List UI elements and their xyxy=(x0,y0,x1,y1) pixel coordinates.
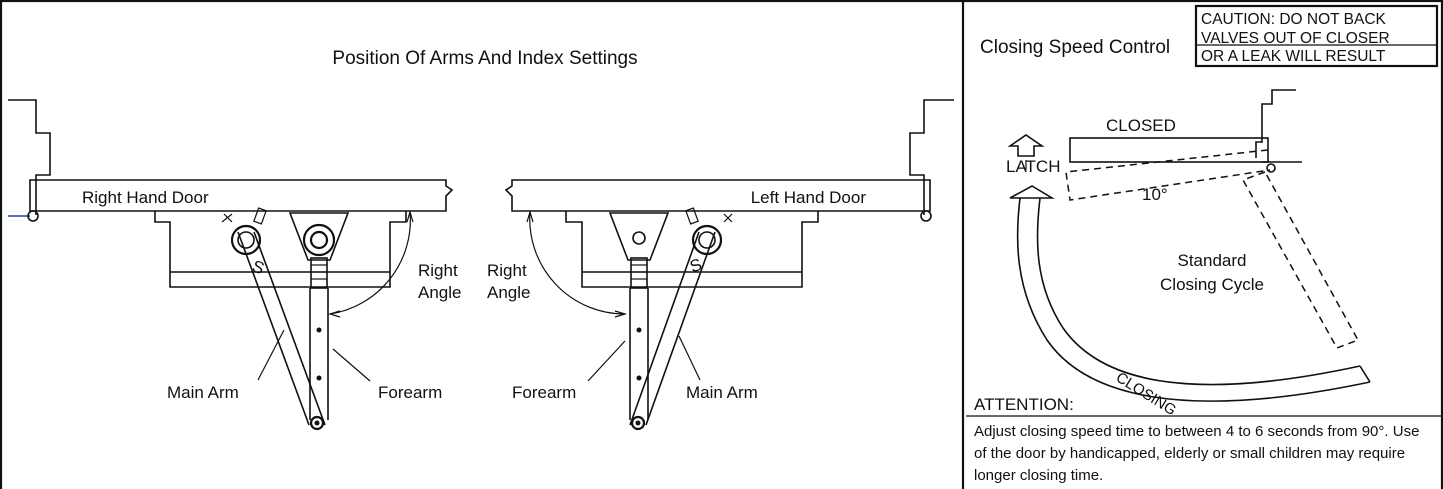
latch-label: LATCH xyxy=(1006,157,1060,176)
right-angle-label-line2: Angle xyxy=(418,283,461,302)
caution-line3: OR A LEAK WILL RESULT xyxy=(1201,48,1386,65)
caution-line1: CAUTION: DO NOT BACK xyxy=(1201,11,1387,28)
left-forearm-label: Forearm xyxy=(512,383,576,402)
latch-arrow xyxy=(1007,134,1045,170)
caution-line2: VALVES OUT OF CLOSER xyxy=(1201,30,1390,47)
right-angle-arc-right xyxy=(327,209,414,318)
right-angle-label-line1: Right xyxy=(418,261,458,280)
cycle-line1: Standard xyxy=(1178,251,1247,270)
cycle-line2: Closing Cycle xyxy=(1160,275,1264,294)
right-forearm xyxy=(288,212,350,431)
left-angle-label-line2: Angle xyxy=(487,283,530,302)
closed-label: CLOSED xyxy=(1106,116,1176,135)
right-hand-frame xyxy=(8,99,51,222)
left-hand-door: Left Hand Door xyxy=(504,179,931,212)
right-hand-closer-body xyxy=(154,211,407,288)
door-pivot xyxy=(1266,163,1276,173)
attention-heading: ATTENTION: xyxy=(974,395,1074,414)
right-main-arm: S xyxy=(221,207,326,426)
caution-box: CAUTION: DO NOT BACK VALVES OUT OF CLOSE… xyxy=(1194,4,1439,68)
left-hand-closer-body xyxy=(565,211,819,288)
attention-body: Adjust closing speed time to between 4 t… xyxy=(974,423,1420,484)
left-angle-label-line1: Right xyxy=(487,261,527,280)
left-forearm xyxy=(608,212,670,431)
left-main-arm: S xyxy=(629,207,733,426)
right-main-arm-label: Main Arm xyxy=(167,383,239,402)
left-hand-frame xyxy=(909,99,954,222)
closer-frame-jamb xyxy=(1255,89,1296,158)
closing-arc xyxy=(1009,185,1371,402)
right-hand-door-label: Right Hand Door xyxy=(82,188,209,207)
ten-degree-door xyxy=(1065,149,1271,201)
left-hand-door-label: Left Hand Door xyxy=(751,188,867,207)
left-main-arm-marker: S xyxy=(687,255,704,277)
closing-label: CLOSING xyxy=(1113,369,1179,419)
arms-title: Position Of Arms And Index Settings xyxy=(332,48,637,69)
right-hand-door: Right Hand Door xyxy=(29,179,454,212)
hinge-pivot-left xyxy=(920,210,932,222)
right-forearm-label: Forearm xyxy=(378,383,442,402)
right-main-arm-marker: S xyxy=(250,257,267,279)
right-angle-arc-left xyxy=(526,209,628,318)
ten-degree-label: 10° xyxy=(1142,185,1168,204)
open-door-position xyxy=(1241,171,1360,349)
closing-speed-title: Closing Speed Control xyxy=(980,37,1170,58)
closed-door xyxy=(1069,137,1269,163)
left-main-arm-label: Main Arm xyxy=(686,383,758,402)
